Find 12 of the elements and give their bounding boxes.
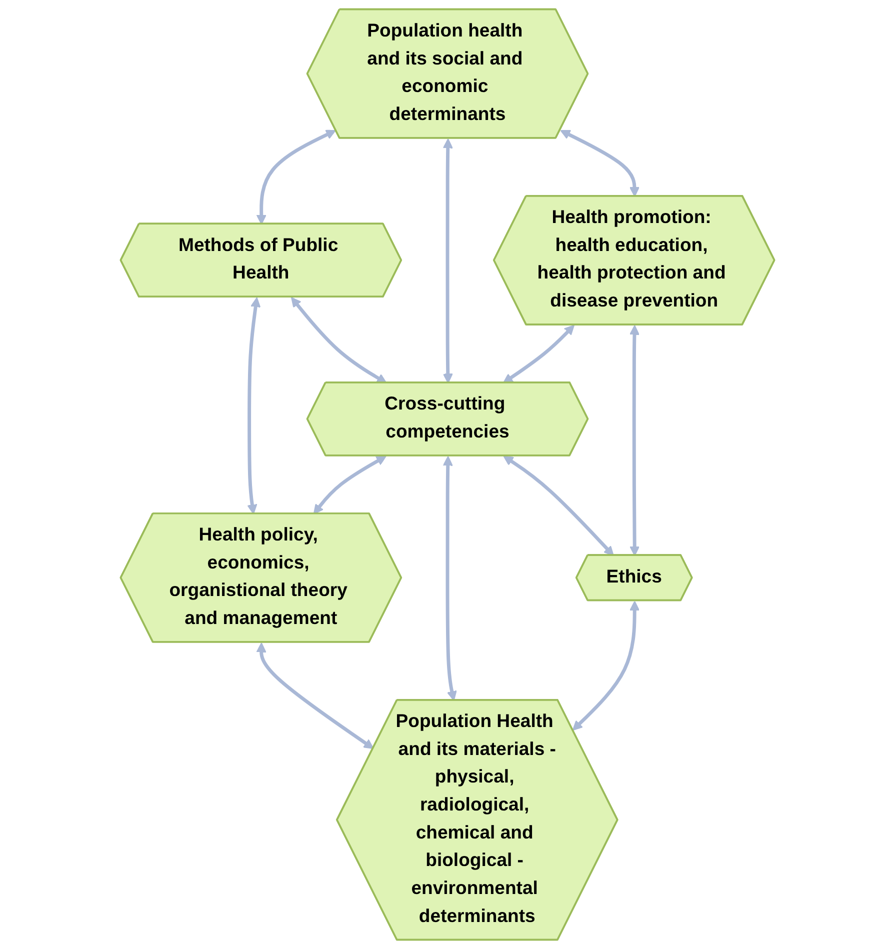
arrow <box>313 456 386 514</box>
arrow <box>572 600 640 731</box>
arrow <box>256 642 374 749</box>
arrow <box>560 130 640 197</box>
arrow <box>442 456 457 701</box>
arrow <box>503 456 614 556</box>
arrow <box>502 324 574 384</box>
arrow <box>442 138 453 384</box>
arrow <box>247 297 261 514</box>
arrow <box>291 297 387 384</box>
arrow <box>629 325 640 556</box>
arrow <box>256 130 336 225</box>
